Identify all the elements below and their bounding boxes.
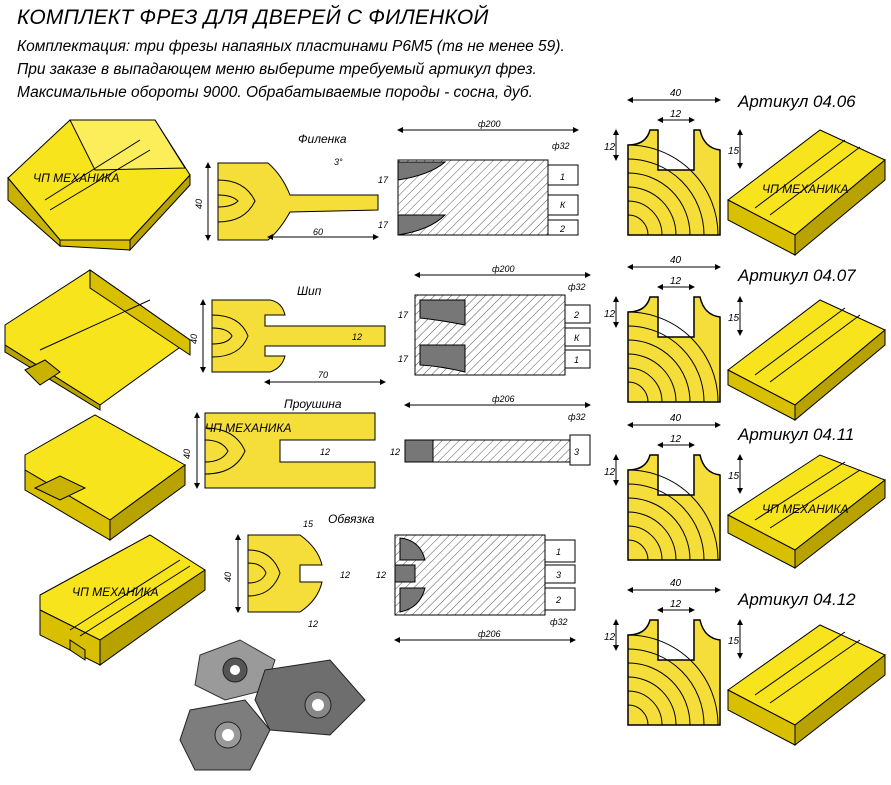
description-line-2: При заказе в выпадающем меню выберите тр… (17, 61, 537, 78)
svg-text:12: 12 (340, 570, 350, 580)
watermark-1: ЧП МЕХАНИКА (33, 171, 119, 185)
svg-text:ф32: ф32 (550, 617, 568, 627)
watermark-r1: ЧП МЕХАНИКА (762, 182, 848, 196)
svg-text:ф206: ф206 (478, 629, 501, 639)
article-label-0411: Артикул 04.11 (738, 425, 855, 444)
svg-text:1: 1 (560, 172, 565, 182)
profile-proushina: Проушина 40 12 ЧП МЕХАНИКА (182, 397, 376, 489)
profile-name-ship: Шип (297, 284, 322, 298)
3d-block-mortise (24, 414, 186, 541)
svg-text:15: 15 (728, 471, 740, 482)
svg-text:40: 40 (223, 572, 233, 582)
3d-block-right-0407 (727, 299, 886, 422)
svg-text:12: 12 (604, 632, 616, 643)
svg-text:17: 17 (378, 220, 389, 230)
profile-obvyazka: Обвязка 40 15 12 12 (223, 512, 375, 629)
svg-text:60: 60 (313, 227, 323, 237)
description-line-1: Комплектация: три фрезы напаяных пластин… (17, 38, 565, 55)
svg-text:15: 15 (728, 313, 740, 324)
svg-text:3: 3 (574, 447, 579, 457)
profile-name-filenka: Филенка (298, 132, 347, 146)
article-label-0412: Артикул 04.12 (738, 590, 856, 609)
article-section-1: 40 12 12 15 (604, 255, 743, 403)
article-section-3: 40 12 12 15 (604, 578, 743, 726)
svg-text:15: 15 (728, 636, 740, 647)
cutter-drawing-3: ф206 ф32 3 12 (390, 394, 591, 466)
svg-text:12: 12 (604, 467, 616, 478)
svg-text:ф32: ф32 (568, 282, 586, 292)
svg-text:2: 2 (573, 310, 579, 320)
svg-text:17: 17 (398, 354, 409, 364)
svg-text:12: 12 (352, 332, 362, 342)
svg-text:12: 12 (308, 619, 318, 629)
svg-text:3°: 3° (334, 157, 343, 167)
svg-text:3: 3 (556, 570, 561, 580)
svg-text:ф206: ф206 (492, 394, 515, 404)
3d-block-right-0411: ЧП МЕХАНИКА (727, 454, 887, 570)
svg-text:12: 12 (670, 599, 682, 610)
svg-text:12: 12 (670, 276, 682, 287)
svg-text:40: 40 (670, 578, 682, 589)
svg-text:15: 15 (303, 519, 314, 529)
page-title: КОМПЛЕКТ ФРЕЗ ДЛЯ ДВЕРЕЙ С ФИЛЕНКОЙ (17, 6, 489, 29)
svg-text:12: 12 (670, 434, 682, 445)
svg-text:ф200: ф200 (478, 119, 501, 129)
watermark-r3: ЧП МЕХАНИКА (762, 502, 848, 516)
svg-text:40: 40 (189, 334, 199, 344)
cutter-drawing-1: ф200 ф32 1 К 2 17 17 (378, 119, 579, 236)
watermark-4: ЧП МЕХАНИКА (72, 585, 158, 599)
svg-text:12: 12 (604, 142, 616, 153)
svg-text:70: 70 (318, 370, 328, 380)
svg-text:40: 40 (194, 199, 204, 209)
3d-block-right-0406: ЧП МЕХАНИКА (727, 129, 886, 257)
profile-filenka: Филенка 3° 40 60 (194, 132, 379, 241)
article-label-0406: Артикул 04.06 (738, 92, 856, 111)
svg-text:1: 1 (556, 547, 561, 557)
article-section-0: 40 12 12 15 (604, 88, 743, 236)
3d-block-panel: ЧП МЕХАНИКА (7, 119, 191, 252)
svg-text:12: 12 (604, 309, 616, 320)
svg-text:12: 12 (390, 447, 400, 457)
3d-block-tenon (4, 269, 191, 411)
svg-text:17: 17 (398, 310, 409, 320)
svg-text:40: 40 (670, 413, 682, 424)
svg-text:12: 12 (320, 447, 330, 457)
3d-block-frame: ЧП МЕХАНИКА (39, 534, 206, 666)
profile-name-obvyazka: Обвязка (328, 512, 375, 526)
3d-block-right-0412 (727, 624, 886, 747)
svg-text:12: 12 (670, 109, 682, 120)
article-section-2: 40 12 12 15 (604, 413, 743, 561)
profile-ship: Шип 40 70 12 (189, 284, 386, 385)
svg-text:ф200: ф200 (492, 264, 515, 274)
profile-name-proushina: Проушина (284, 397, 342, 411)
svg-text:2: 2 (559, 224, 565, 234)
svg-text:40: 40 (670, 88, 682, 99)
svg-text:К: К (560, 200, 566, 210)
article-label-0407: Артикул 04.07 (738, 266, 856, 285)
svg-text:40: 40 (182, 449, 192, 459)
svg-text:12: 12 (376, 570, 386, 580)
cutters-photo (179, 639, 366, 771)
svg-text:ф32: ф32 (568, 412, 586, 422)
cutter-drawing-4: 1 3 2 ф206 ф32 12 (376, 534, 576, 643)
svg-text:2: 2 (555, 595, 561, 605)
svg-text:ф32: ф32 (552, 141, 570, 151)
svg-text:40: 40 (670, 255, 682, 266)
cutter-drawing-2: ф200 ф32 2 К 1 17 17 (398, 264, 591, 376)
svg-text:17: 17 (378, 175, 389, 185)
svg-text:1: 1 (574, 355, 579, 365)
watermark-3: ЧП МЕХАНИКА (205, 421, 291, 435)
svg-text:К: К (574, 333, 580, 343)
description-line-3: Максимальные обороты 9000. Обрабатываемы… (17, 84, 533, 101)
svg-text:15: 15 (728, 146, 740, 157)
